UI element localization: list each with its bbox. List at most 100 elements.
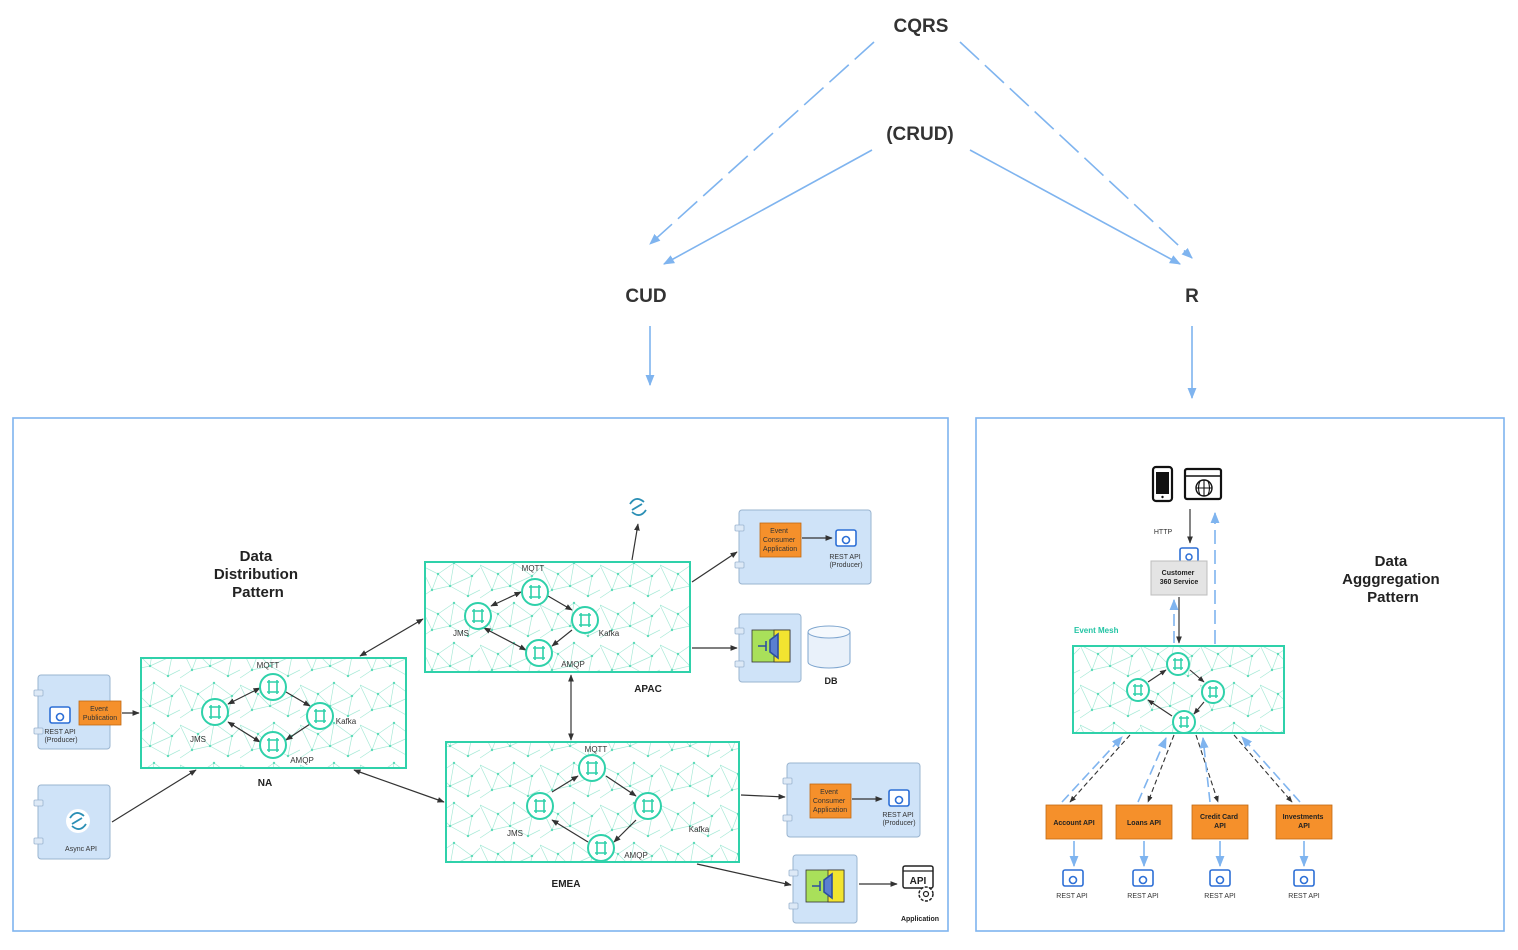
apac-to-consumer xyxy=(691,551,738,583)
svg-text:REST API (Producer): REST API (Producer) xyxy=(829,554,862,569)
mesh-api-links xyxy=(1061,734,1301,803)
apac-region-label: APAC xyxy=(634,684,662,695)
svg-text:Event Consumer App: Event Consumer Application xyxy=(813,789,847,814)
application-label: Application xyxy=(901,916,939,923)
db-label: DB xyxy=(825,676,838,686)
customer-360-service: Customer 360 Service xyxy=(1150,547,1208,596)
cqrs-to-r-dashed-arrow xyxy=(959,41,1193,259)
async-api-app: Async API xyxy=(33,784,111,860)
svg-text:Event Consumer App: Event Consumer Application xyxy=(763,528,797,553)
rest-api-label: REST API xyxy=(1127,893,1158,900)
emea-jms-node-icon xyxy=(526,792,554,820)
na-amqp-node-icon xyxy=(259,731,287,759)
svg-text:Loans API: Loans API xyxy=(1127,820,1161,827)
na-apac-link xyxy=(359,618,424,657)
api-gear-icon: API xyxy=(902,865,934,902)
apac-broker-ring xyxy=(483,591,573,651)
na-broker-ring xyxy=(227,687,311,743)
async-to-na-link xyxy=(111,769,197,823)
crud-label: (CRUD) xyxy=(886,124,954,145)
apac-mqtt-node-icon xyxy=(521,578,549,606)
apac-amqp-node-icon xyxy=(525,639,553,667)
na-kafka-node-icon xyxy=(306,702,334,730)
api-to-rest-arrows xyxy=(1069,841,1309,868)
account-api-box: Account API xyxy=(1045,804,1103,840)
svg-text:REST API (Producer): REST API (Producer) xyxy=(44,729,77,744)
credit-card-api-box: Credit Card API xyxy=(1191,804,1249,840)
mesh-node-top-icon xyxy=(1166,652,1190,676)
apac-jms-label: JMS xyxy=(453,629,469,638)
emea-jms-label: JMS xyxy=(507,829,523,838)
loans-api-box: Loans API xyxy=(1115,804,1173,840)
apac-connector-app xyxy=(734,613,802,683)
na-mqtt-node-icon xyxy=(259,673,287,701)
emea-mqtt-label: MQTT xyxy=(585,745,608,754)
svg-text:Investments API: Investments API xyxy=(1283,814,1326,830)
mesh-node-right-icon xyxy=(1201,680,1225,704)
rest-api-icon xyxy=(835,529,857,547)
cud-label: CUD xyxy=(625,286,666,307)
async-api-top-icon xyxy=(626,495,650,519)
rest-api-label: REST API xyxy=(1056,893,1087,900)
emea-to-consumer xyxy=(740,793,786,800)
na-amqp-label: AMQP xyxy=(290,756,314,765)
na-mqtt-label: MQTT xyxy=(257,661,280,670)
rest-api-icon xyxy=(1132,869,1154,887)
emea-consumer-app: Event Consumer Application REST API (Pro… xyxy=(782,762,921,838)
event-mesh-label: Event Mesh xyxy=(1074,626,1119,635)
emea-mqtt-node-icon xyxy=(578,754,606,782)
mesh-node-bottom-icon xyxy=(1172,710,1196,734)
emea-kafka-label: Kafka xyxy=(689,825,710,834)
connector-icon xyxy=(751,629,791,663)
apac-to-top-icon xyxy=(631,523,640,561)
apac-amqp-label: AMQP xyxy=(561,660,585,669)
apac-consumer-app: Event Consumer Application REST API (Pro… xyxy=(734,509,872,585)
emea-connector-app xyxy=(788,854,858,924)
crud-to-r-arrow xyxy=(969,149,1181,265)
web-browser-icon xyxy=(1183,467,1223,501)
apac-kafka-node-icon xyxy=(571,606,599,634)
api-badge-text: API xyxy=(910,876,927,887)
mobile-phone-icon xyxy=(1151,465,1174,503)
crud-to-cud-arrow xyxy=(663,149,873,265)
cqrs-label: CQRS xyxy=(894,16,949,37)
event-consumer-box xyxy=(759,522,802,558)
svg-text:Event Publication: Event Publication xyxy=(83,706,117,722)
db-icon xyxy=(807,625,851,669)
rest-api-icon xyxy=(1209,869,1231,887)
mesh-node-left-icon xyxy=(1126,678,1150,702)
emea-region-label: EMEA xyxy=(552,879,581,890)
aggregation-title: Data Agggregation Pattern xyxy=(1342,553,1444,606)
svg-text:Customer 360 Service: Customer 360 Service xyxy=(1160,570,1199,586)
http-label: HTTP xyxy=(1154,529,1173,536)
na-region-label: NA xyxy=(258,778,272,789)
rest-api-label: REST API xyxy=(1288,893,1319,900)
async-api-label: Async API xyxy=(65,846,97,853)
svg-text:Credit Card API: Credit Card API xyxy=(1200,814,1240,830)
rest-api-icon xyxy=(1179,547,1199,563)
cqrs-to-cud-dashed-arrow xyxy=(649,41,875,245)
rest-api-icon xyxy=(1062,869,1084,887)
async-api-icon xyxy=(66,809,90,833)
svg-text:REST API (Producer): REST API (Producer) xyxy=(882,812,915,827)
svg-text:Account API: Account API xyxy=(1053,820,1094,827)
rest-api-icon xyxy=(49,706,71,724)
distribution-title: Data Distribution Pattern xyxy=(214,548,302,601)
apac-kafka-label: Kafka xyxy=(599,629,620,638)
emea-broker-ring xyxy=(551,775,637,843)
aggregation-broker-ring xyxy=(1147,669,1205,717)
rest-api-label: REST API xyxy=(1204,893,1235,900)
apac-mqtt-label: MQTT xyxy=(522,564,545,573)
apac-jms-node-icon xyxy=(464,602,492,630)
event-publication-box xyxy=(78,700,122,726)
na-jms-node-icon xyxy=(201,698,229,726)
emea-to-connector xyxy=(696,863,792,887)
investments-api-box: Investments API xyxy=(1275,804,1333,840)
emea-amqp-node-icon xyxy=(587,834,615,862)
rest-api-icon xyxy=(1293,869,1315,887)
na-kafka-label: Kafka xyxy=(336,717,357,726)
emea-kafka-node-icon xyxy=(634,792,662,820)
r-label: R xyxy=(1185,286,1199,307)
na-jms-label: JMS xyxy=(190,735,206,744)
